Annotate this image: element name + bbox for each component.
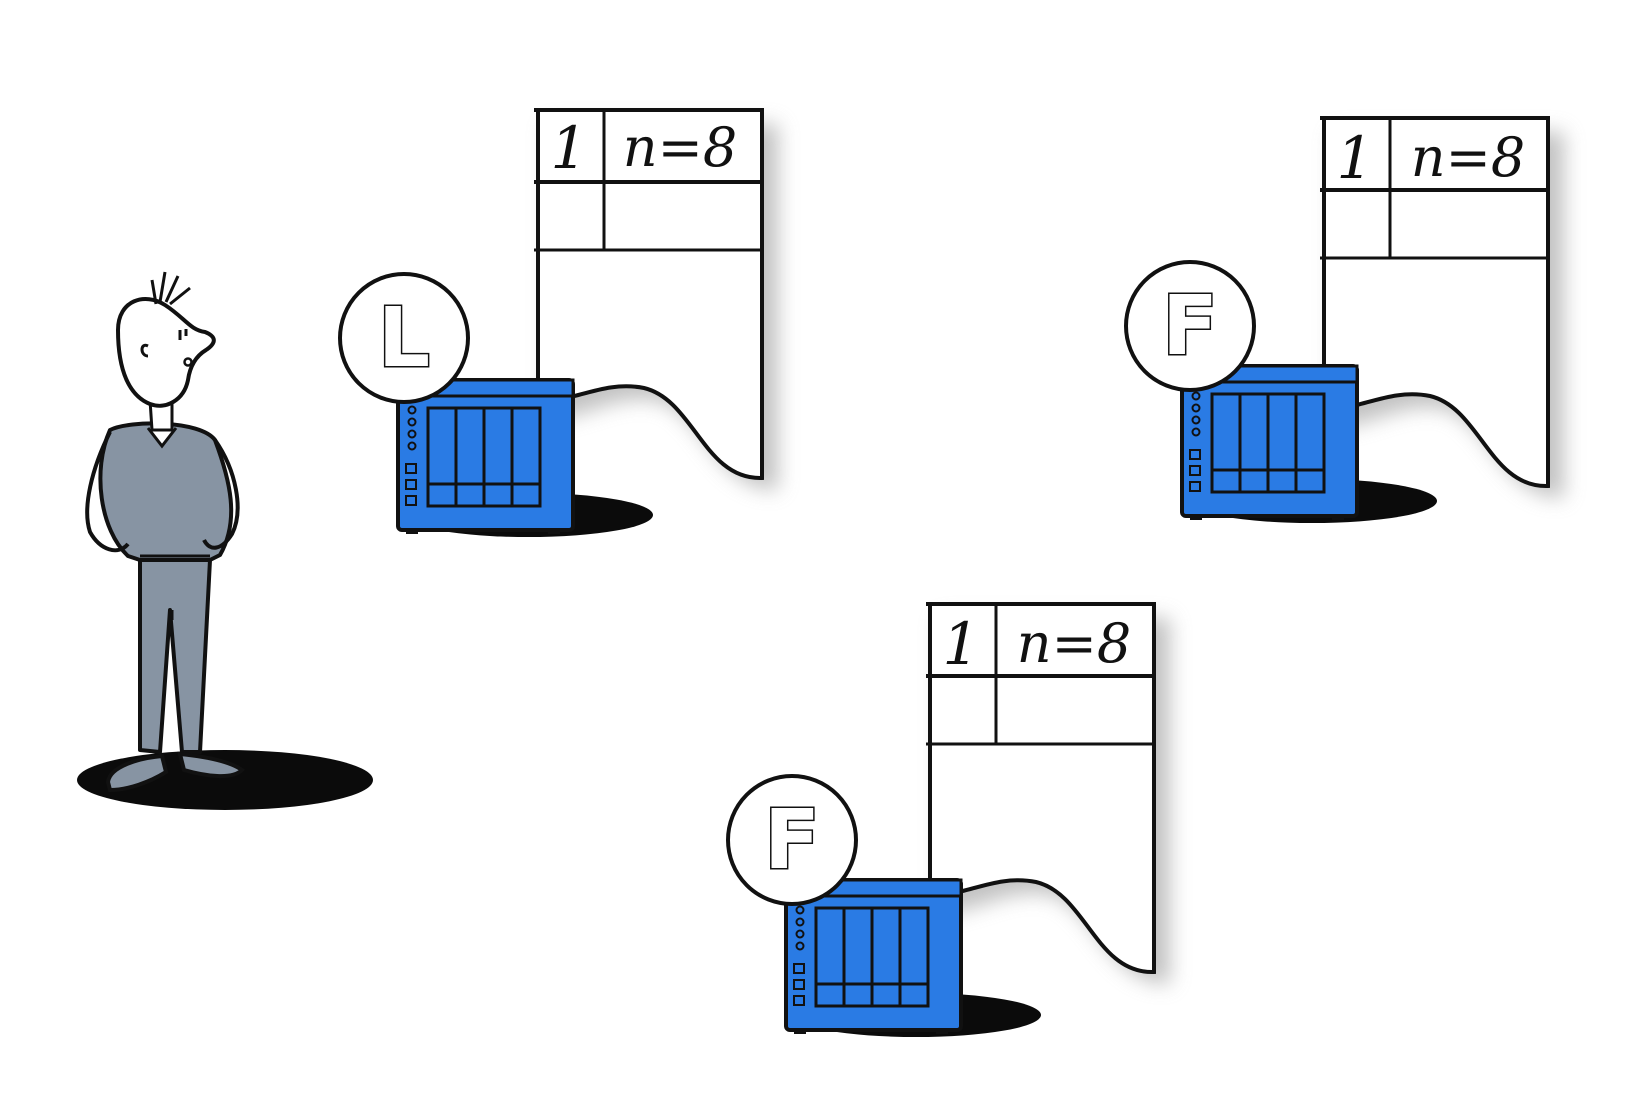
log-term-cell: 1 xyxy=(551,114,588,182)
badge-letter: F xyxy=(1162,279,1218,374)
node-leader: 1 n=8 L xyxy=(338,110,778,539)
node-follower-1: 1 n=8 F xyxy=(1124,118,1564,525)
follower-badge-icon xyxy=(1124,260,1256,392)
follower-badge-icon xyxy=(726,774,858,906)
log-term-cell: 1 xyxy=(1337,124,1374,192)
node-follower-2: 1 n=8 F xyxy=(726,604,1170,1039)
badge-letter: F xyxy=(764,793,820,888)
log-size-cell: n=8 xyxy=(1411,126,1525,189)
server-icon xyxy=(784,878,1043,1039)
server-icon xyxy=(396,378,655,539)
log-size-cell: n=8 xyxy=(1017,612,1131,675)
log-term-cell: 1 xyxy=(943,610,980,678)
person-figure-icon xyxy=(77,271,373,810)
log-size-cell: n=8 xyxy=(623,116,737,179)
badge-letter: L xyxy=(378,291,430,386)
leader-badge-icon xyxy=(338,272,470,404)
